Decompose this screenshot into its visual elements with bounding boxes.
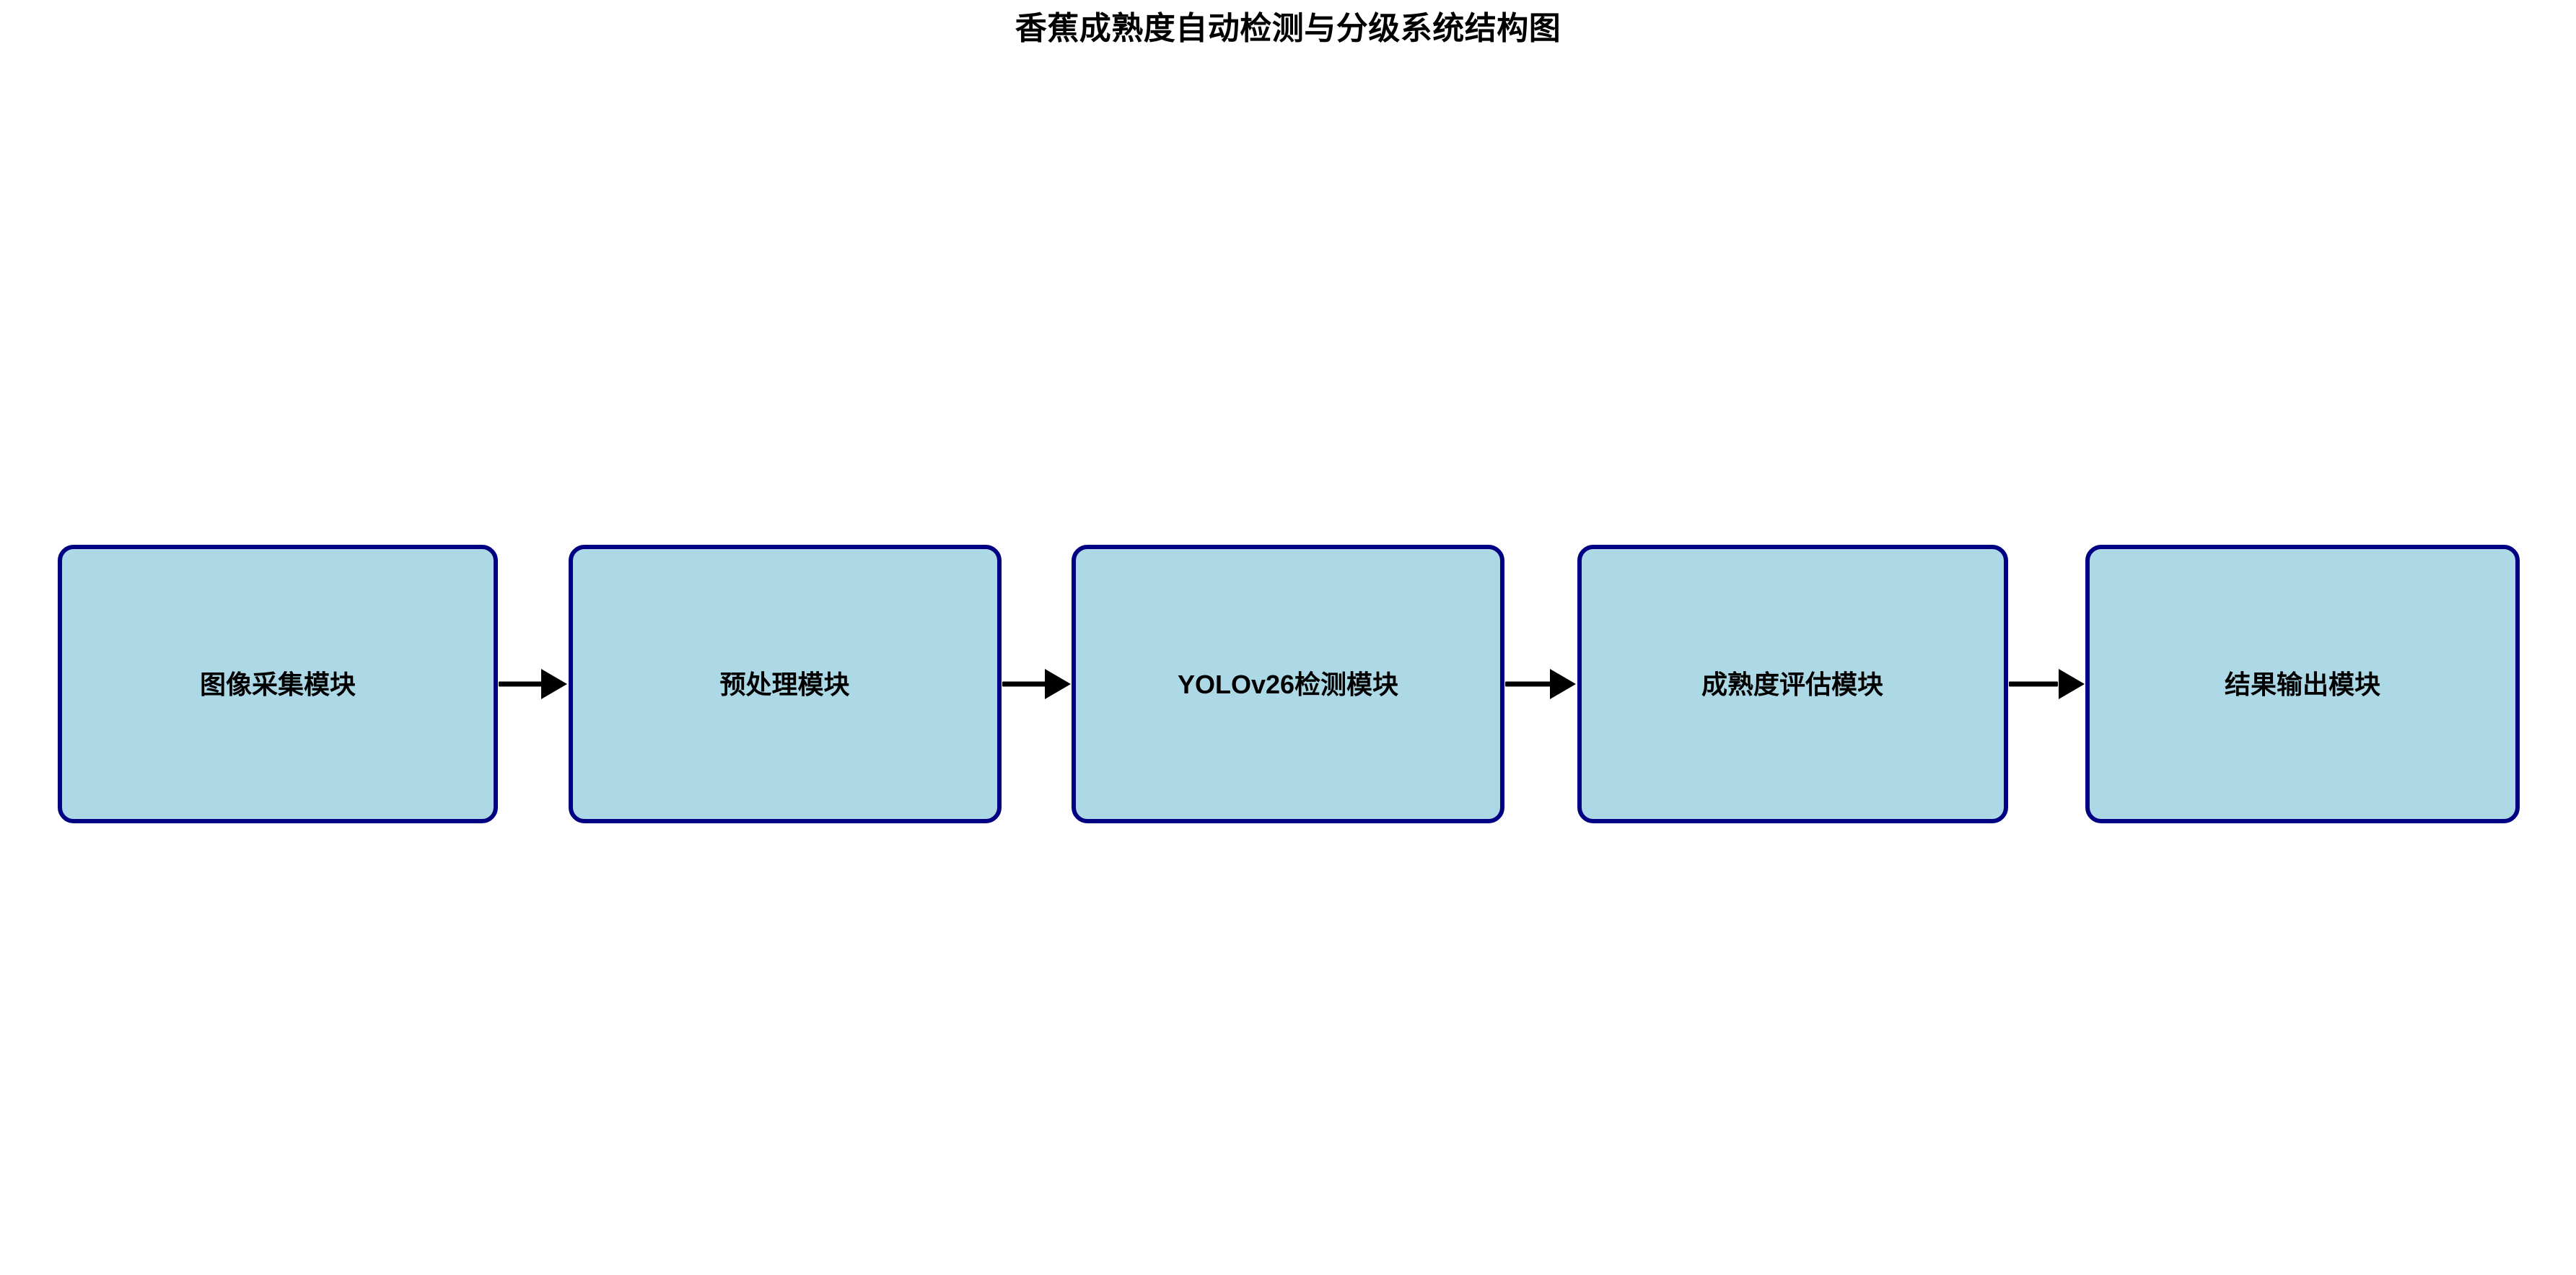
arrow-connector-2 [1002,669,1071,699]
flow-node-label: 成熟度评估模块 [1701,669,1883,699]
arrow-connector-3 [1505,669,1577,699]
flow-node-ripeness-evaluation[interactable]: 成熟度评估模块 [1577,545,2008,823]
flow-node-label: 结果输出模块 [2224,669,2380,699]
flowchart-row: 图像采集模块 预处理模块 YOLOv26检测模块 成熟度评估模块 结果输出模块 [58,545,2520,823]
flow-node-yolov26-detection[interactable]: YOLOv26检测模块 [1072,545,1504,823]
arrow-shaft-icon [499,681,548,687]
arrow-shaft-icon [2008,681,2058,687]
flow-node-image-acquisition[interactable]: 图像采集模块 [58,545,498,823]
arrow-connector-1 [499,669,568,699]
flow-node-label: 图像采集模块 [199,669,356,699]
arrow-shaft-icon [1002,681,1051,687]
arrow-head-icon [1044,669,1071,699]
flow-node-label: YOLOv26检测模块 [1177,669,1399,699]
arrow-connector-4 [2008,669,2085,699]
arrow-head-icon [541,669,568,699]
flow-node-preprocessing[interactable]: 预处理模块 [568,545,1002,823]
arrow-shaft-icon [1505,681,1555,687]
flow-node-label: 预处理模块 [719,669,850,699]
flow-node-result-output[interactable]: 结果输出模块 [2085,545,2520,823]
arrow-head-icon [1550,669,1577,699]
arrow-head-icon [2058,669,2085,699]
page-title: 香蕉成熟度自动检测与分级系统结构图 [1015,11,1561,46]
